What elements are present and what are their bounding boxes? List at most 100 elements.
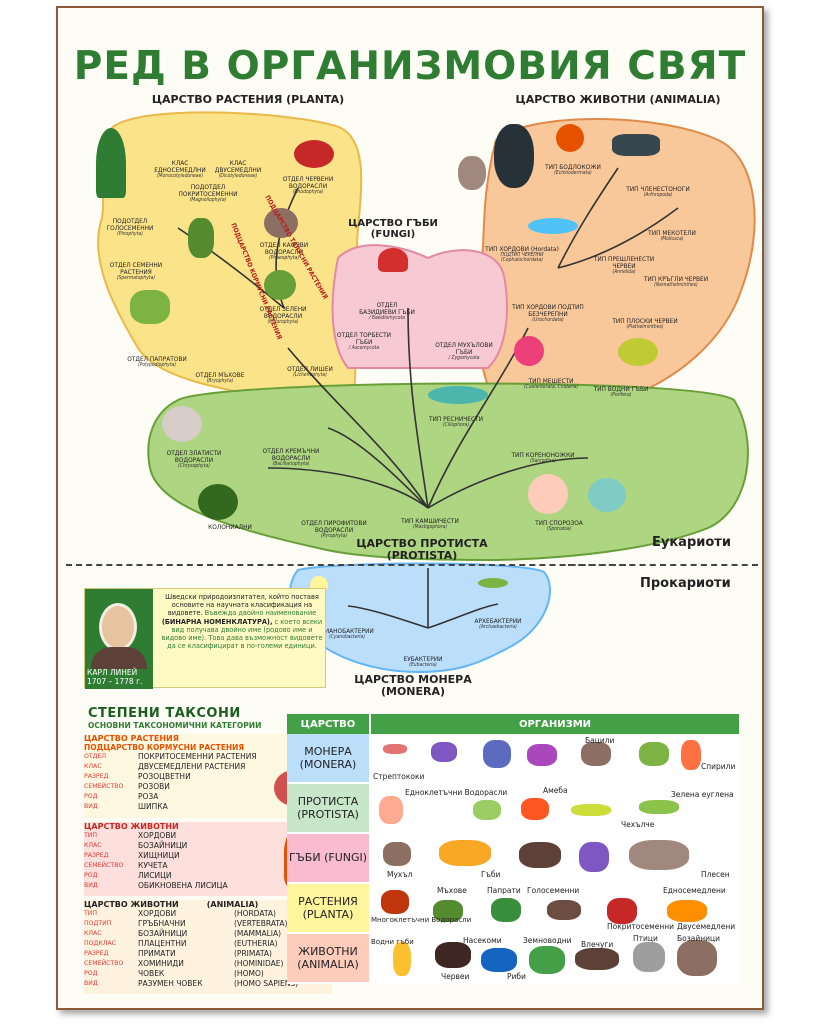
eukaryotes-label: Еукариоти (652, 535, 731, 550)
taxonomy-plant-subheading: ПОДЦАРСТВО КОРМУСНИ РАСТЕНИЯ (84, 743, 245, 752)
organism-label: Водни гъби (371, 938, 414, 946)
organism-label: Бозайници (677, 934, 720, 943)
prokaryotes-label: Прокариоти (640, 576, 731, 591)
table-header-organisms: ОРГАНИЗМИ (518, 718, 592, 730)
label-arhe: АРХЕБАКТЕРИИ(Archaebacteria) (474, 617, 522, 630)
table-row-organisms: Мъхове Папрати Голосеменни Едносемедлени… (371, 884, 739, 932)
organism-label: Мъхове (437, 886, 467, 895)
label-golosemenni: ПОДОТДЕЛ ГОЛОСЕМЕННИ(Pinophyta) (106, 217, 154, 237)
label-lishei: ОТДЕЛ ЛИШЕИ(Lichenophyta) (287, 365, 333, 378)
label-bezcherepni: ТИП ХОРДОВИ ПОДТИП БЕЗЧЕРЕПНИ(Urochordat… (512, 303, 584, 323)
label-kremachni: ОТДЕЛ КРЕМЪЧНИ ВОДОРАСЛИ(Bacillariophyta… (262, 447, 320, 467)
label-eu: ЕУБАКТЕРИИ(Eubacteria) (403, 655, 443, 668)
organism-label: Стрептококи (373, 772, 425, 781)
label-paprati: ОТДЕЛ ПАПРАТОВИ(Polypodiophyta) (127, 355, 187, 368)
fern-illustration (130, 290, 170, 324)
archaebacteria-illustration (478, 578, 508, 588)
label-kolonialni: КОЛОНИАЛНИ (208, 523, 252, 531)
label-bodlokozhi: ТИП БОДЛОКОЖИ(Echinodermata) (545, 163, 601, 176)
taxonomy-human-heading: ЦАРСТВО ЖИВОТНИ(ANIMALIA) (84, 900, 259, 909)
organism-label: Бацили (585, 736, 615, 745)
label-mekoteli: ТИП МЕКОТЕЛИ(Mollusca) (648, 229, 696, 242)
butterfly-illustration (612, 134, 660, 156)
taxonomy-plant-heading: ЦАРСТВО РАСТЕНИЯ (84, 734, 179, 743)
label-kamshichesti: ТИП КАМШИЧЕСТИ(Mastigophora) (401, 517, 459, 530)
label-zeleni: ОТДЕЛ ЗЕЛЕНИ ВОДОРАСЛИ(Chlorophyta) (259, 305, 307, 325)
organism-label: Спирили (701, 762, 736, 771)
label-klas-mono: КЛАС ЕДНОСЕМЕДЛНИ(Monocotyledoneae) (154, 159, 206, 179)
organism-label: Чехълче (621, 820, 655, 829)
golden-algae-illustration (162, 406, 202, 442)
label-cyano: ЦИАНОБАКТЕРИИ(Cyanobacteria) (320, 627, 374, 640)
organism-label: Двусемедлени (677, 922, 736, 931)
anemone-illustration (514, 336, 544, 366)
organism-label: Мухъл (387, 870, 413, 879)
label-meshesti: ТИП МЕШЕСТИ(Coelenterata, Cnidaria) (523, 377, 579, 390)
monera-kingdom-title: ЦАРСТВО МОНЕРА (MONERA) (354, 673, 472, 699)
label-kafyavi: ОТДЕЛ КАФЯВИ ВОДОРАСЛИ(Phaeophyta) (259, 241, 309, 261)
label-bazidievi: ОТДЕЛ БАЗИДИЕВИ ГЪБИ/ Basidiomycota (359, 301, 415, 321)
table-row-kingdom: ПРОТИСТА (PROTISTA) (287, 784, 371, 832)
table-row-kingdom: МОНЕРА (MONERA) (287, 734, 371, 782)
poster: РЕД В ОРГАНИЗМОВИЯ СВЯТ (56, 6, 764, 1010)
organism-label: Зелена еуглена (671, 790, 734, 799)
colonial-algae-illustration (198, 484, 238, 520)
organism-label: Многоклетъчни Водорасли (371, 916, 472, 924)
fungi-kingdom-title: ЦАРСТВО ГЪБИ (FUNGI) (348, 218, 438, 240)
table-row-kingdom: ЖИВОТНИ (ANIMALIA) (287, 934, 371, 982)
ciliate-illustration (428, 386, 488, 404)
organism-label: Едноклетъчни Водорасли (405, 788, 508, 797)
organism-label: Влечуги (581, 940, 614, 949)
linnaeus-text: Шведски природоизпитател, който поставя … (161, 593, 323, 651)
organism-label: Риби (507, 972, 526, 981)
label-torbesti: ОТДЕЛ ТОРБЕСТИ ГЪБИ/ Ascomycota (336, 331, 392, 351)
taxonomy-animal-heading: ЦАРСТВО ЖИВОТНИ (84, 822, 179, 831)
organism-label: Плесен (701, 870, 730, 879)
label-preshleneni: ТИП ПРЕШЛЕНЕСТИ ЧЕРВЕИ(Annelida) (593, 255, 655, 275)
kingdom-table: ЦАРСТВО ОРГАНИЗМИ МОНЕРА (MONERA) Стрепт… (287, 714, 739, 984)
table-row-kingdom: ГЪБИ (FUNGI) (287, 834, 371, 882)
label-muhalovi: ОТДЕЛ МУХЪЛОВИ ГЪБИ/ Zygomycota (435, 341, 493, 361)
label-zlatisti: ОТДЕЛ ЗЛАТИСТИ ВОДОРАСЛИ(Chrysophyta) (166, 449, 222, 469)
label-pirofitovi: ОТДЕЛ ПИРОФИТОВИ ВОДОРАСЛИ(Pyrophyta) (301, 519, 367, 539)
organism-label: Птици (633, 934, 658, 943)
amanita-mushroom-illustration (378, 248, 408, 272)
kingdom-blobs (97, 111, 756, 674)
table-row-organisms: Водни гъби Насекоми Земноводни Влечуги П… (371, 934, 739, 982)
table-row-kingdom: РАСТЕНИЯ (PLANTA) (287, 884, 371, 932)
organism-label: Червеи (441, 972, 470, 981)
sporozoa-cell-illustration (588, 478, 626, 512)
linnaeus-coat (91, 647, 147, 669)
divider-line (66, 564, 626, 566)
label-sporozoa: ТИП СПОРОЗОА(Sporozoa) (535, 519, 583, 532)
organism-label: Насекоми (463, 936, 502, 945)
starfish-illustration (556, 124, 584, 152)
table-row: РАСТЕНИЯ (PLANTA) Мъхове Папрати Голосем… (287, 884, 739, 934)
fish-illustration (528, 218, 578, 234)
sponge-illustration (618, 338, 658, 366)
label-kragli: ТИП КРЪГЛИ ЧЕРВЕИ(Nemathelminthes) (643, 275, 709, 288)
plant-illustration (188, 218, 214, 258)
label-ploski: ТИП ПЛОСКИ ЧЕРВЕИ(Plathelminthes) (612, 317, 678, 330)
label-vodni-gabi: ТИП ВОДНИ ГЪБИ(Porifera) (593, 385, 649, 398)
label-korenonozhki: ТИП КОРЕНОНОЖКИ(Sarcodina) (511, 451, 575, 464)
plant-kingdom-title: ЦАРСТВО РАСТЕНИЯ (PLANTA) (151, 93, 345, 106)
organism-label: Земноводни (523, 936, 572, 945)
green-algae-illustration (264, 270, 296, 300)
table-row-organisms: Едноклетъчни Водорасли Амеба Зелена еугл… (371, 784, 739, 832)
label-cherveni: ОТДЕЛ ЧЕРВЕНИ ВОДОРАСЛИ(Rhodophyta) (282, 175, 334, 195)
